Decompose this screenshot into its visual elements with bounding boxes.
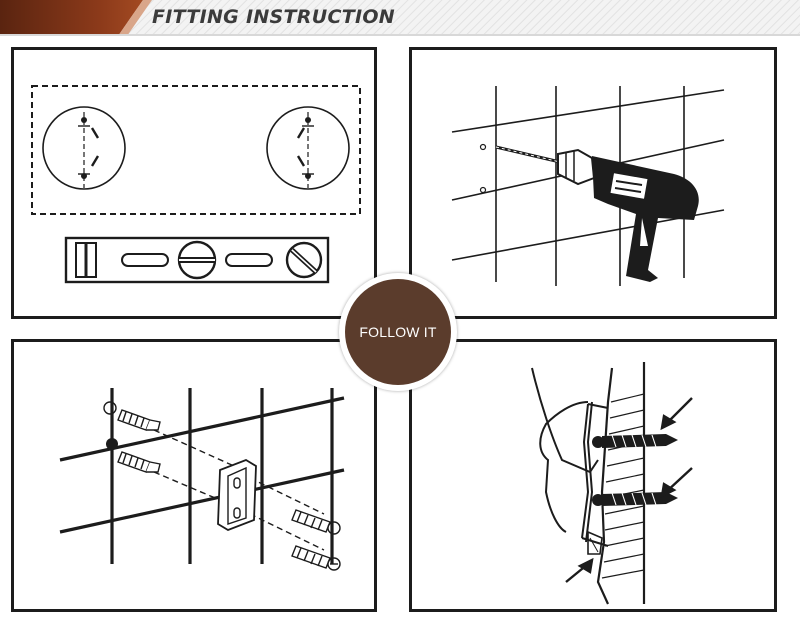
header-title: FITTING INSTRUCTION bbox=[152, 6, 395, 28]
screw-icon bbox=[531, 362, 693, 605]
step-anchor-screws-panel bbox=[11, 339, 377, 612]
header-background bbox=[0, 0, 800, 36]
spirit-level-icon bbox=[31, 85, 361, 284]
badge-label: FOLLOW IT bbox=[359, 324, 437, 340]
header-accent bbox=[0, 0, 143, 36]
step-level-marking-panel bbox=[11, 47, 377, 319]
drill-icon bbox=[451, 86, 725, 286]
step-drilling-panel bbox=[409, 47, 777, 319]
follow-it-badge: FOLLOW IT bbox=[339, 273, 457, 391]
header-banner: FITTING INSTRUCTION bbox=[0, 0, 800, 36]
wall-plug-icon bbox=[59, 388, 345, 571]
badge-circle: FOLLOW IT bbox=[345, 279, 451, 385]
step-mounting-panel bbox=[409, 339, 777, 612]
